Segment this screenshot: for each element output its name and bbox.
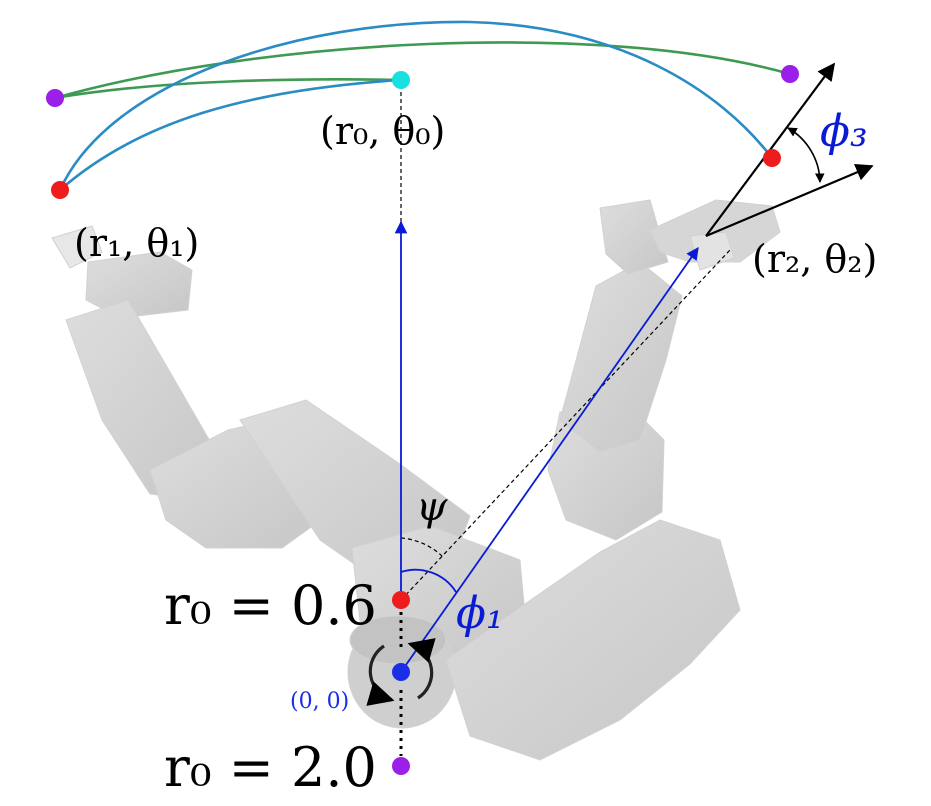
label-origin: (0, 0) bbox=[290, 689, 349, 714]
point-purple-left bbox=[46, 89, 64, 107]
text-labels: (r₀, θ₀) (r₁, θ₁) (r₂, θ₂) ψ ϕ₁ ϕ₃ (0, 0… bbox=[74, 106, 877, 799]
label-phi1: ϕ₁ bbox=[456, 588, 504, 639]
diagonal-dashed-line bbox=[400, 249, 731, 601]
label-r1-theta1: (r₁, θ₁) bbox=[74, 221, 199, 265]
phi1-angle-arc bbox=[400, 568, 457, 593]
label-phi3: ϕ₃ bbox=[820, 106, 868, 157]
point-cyan-r0-theta0 bbox=[392, 71, 410, 89]
rotation-arrow-left bbox=[366, 644, 395, 706]
blue-curve-outer bbox=[58, 20, 774, 191]
point-red-r1-theta1 bbox=[51, 181, 69, 199]
point-red-r0-near bbox=[392, 591, 410, 609]
point-purple-r0-far bbox=[392, 757, 410, 775]
label-r0-far: r₀ = 2.0 bbox=[164, 736, 377, 799]
right-robot-arm bbox=[445, 199, 781, 761]
blue-curve-inner bbox=[59, 78, 401, 191]
label-psi: ψ bbox=[416, 484, 448, 530]
phi3-angle-arc bbox=[787, 127, 825, 183]
point-blue-origin bbox=[392, 663, 410, 681]
left-robot-arm bbox=[51, 225, 471, 583]
point-red-r2-theta2 bbox=[763, 149, 781, 167]
trajectory-curves bbox=[54, 20, 791, 191]
robot-arm-render bbox=[51, 199, 781, 761]
dashed-reference-lines bbox=[400, 85, 731, 601]
rotation-arrow-right bbox=[407, 638, 436, 700]
points bbox=[46, 65, 799, 775]
label-r0-near: r₀ = 0.6 bbox=[164, 574, 377, 637]
label-r0-theta0: (r₀, θ₀) bbox=[320, 109, 445, 153]
blue-vectors bbox=[394, 220, 699, 673]
diagonal-blue-vector bbox=[400, 246, 699, 673]
green-curve-upper bbox=[54, 41, 791, 100]
point-purple-right bbox=[781, 65, 799, 83]
green-curve-lower bbox=[54, 78, 401, 100]
orientation-arrow-lower bbox=[705, 164, 874, 238]
psi-angle-arc bbox=[400, 537, 443, 557]
label-r2-theta2: (r₂, θ₂) bbox=[752, 237, 877, 281]
rotation-arrows bbox=[366, 638, 436, 706]
